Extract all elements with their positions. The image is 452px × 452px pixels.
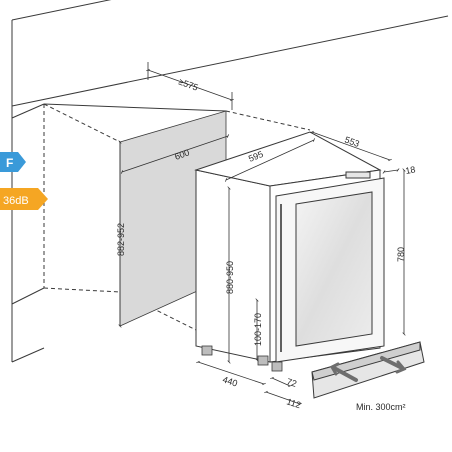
energy-class-label: F [6, 156, 13, 170]
dim-niche-depth: ≥575 [177, 76, 199, 92]
dimension-lines [118, 62, 406, 406]
door-glass [295, 191, 373, 347]
dim-niche-height: 882-952 [116, 223, 126, 256]
dim-plinth-height: 100-170 [253, 313, 263, 346]
dim-vent-offset: 72 [285, 376, 298, 389]
dim-appliance-depth: 553 [343, 134, 361, 149]
wine-cooler [194, 131, 385, 363]
airflow-arrows [329, 356, 407, 382]
control-panel [345, 171, 371, 179]
ventilation-label: Min. 300cm² [356, 402, 406, 412]
dim-appliance-height: 780 [396, 247, 406, 262]
noise-label: 36dB [3, 195, 29, 207]
worktop [11, 0, 449, 363]
energy-class-badge: F [0, 152, 26, 172]
noise-badge: 36dB [0, 188, 48, 210]
dim-adjustable-height: 880-950 [225, 261, 235, 294]
dim-foot-depth: 440 [221, 374, 238, 388]
dim-niche-width: 600 [173, 147, 191, 162]
dim-door-thickness: 18 [405, 164, 417, 176]
dim-plinth-offset: 112 [285, 396, 302, 410]
